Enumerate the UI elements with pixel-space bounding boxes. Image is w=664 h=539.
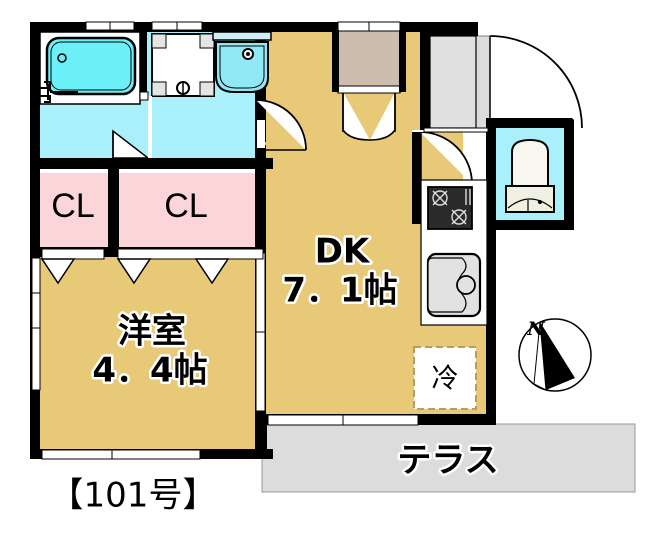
doors [40,35,583,285]
western-room-floor [38,251,263,449]
wall-toilet-bottom [486,220,574,230]
wall-kitchen-alcove [412,132,421,224]
door-storage-double[interactable] [342,92,396,141]
window-bedroom-bottom [41,449,201,460]
wall-closet-divider [108,165,119,255]
dk-size-label: 7．1帖 [282,271,397,311]
bathroom-fixtures [39,31,272,159]
kitchen-fixtures: 冷 [413,179,488,410]
wall-corner-nub [255,414,267,459]
closet-right-label: CL [164,187,207,225]
bathtub-inner [50,41,132,91]
wall-entrance-left [420,30,430,130]
compass-north-label: N [526,318,545,340]
room-labels: DK 7．1帖 洋室 4．4帖 CL CL テラス 【101号】 [50,187,502,516]
closet-right-floor [118,173,263,251]
terrace-label: テラス [397,441,498,481]
fridge-label: 冷 [432,364,459,395]
wall-kitchen-right [486,220,496,425]
closet-left-label: CL [51,187,94,225]
closet-folding-doors[interactable] [40,248,264,285]
shower-faucet-icon [40,81,78,103]
compass-needle-dark [540,322,575,390]
door-washroom-dk[interactable] [255,99,307,151]
unit-number-label: 【101号】 [50,476,217,516]
wall-top-entrance [430,22,468,36]
refrigerator-space-icon[interactable] [413,346,477,410]
wall-toilet-top [486,118,574,128]
wall-bath-closet-divider [30,158,273,169]
dk-name-label: DK [315,232,371,272]
storage-closet-icon [337,29,401,93]
window-bedroom-left-lower [31,327,41,391]
room-size-label: 4．4帖 [92,351,207,391]
wall-left-exterior [30,22,40,459]
sink-faucet-icon [456,275,476,295]
entrance-hall [423,35,489,133]
compass-needle-light [533,321,547,391]
storage-closet [332,21,406,94]
compass-rose: N [518,318,592,392]
toilet-fixture [505,138,555,213]
wall-toilet-right [564,118,574,230]
closet-left-floor [40,173,108,251]
wall-bath-inner-divider [140,30,147,92]
shoe-box-icon [429,35,477,129]
door-entrance[interactable] [489,35,583,129]
bathtub-drain-icon [57,53,67,63]
openings [31,21,419,460]
wall-entrance-right-top [468,22,478,36]
terrace-floor [261,423,636,493]
wall-toilet-left [486,118,496,230]
washbasin-counter [212,31,272,41]
room-name-label: 洋室 [118,312,186,352]
